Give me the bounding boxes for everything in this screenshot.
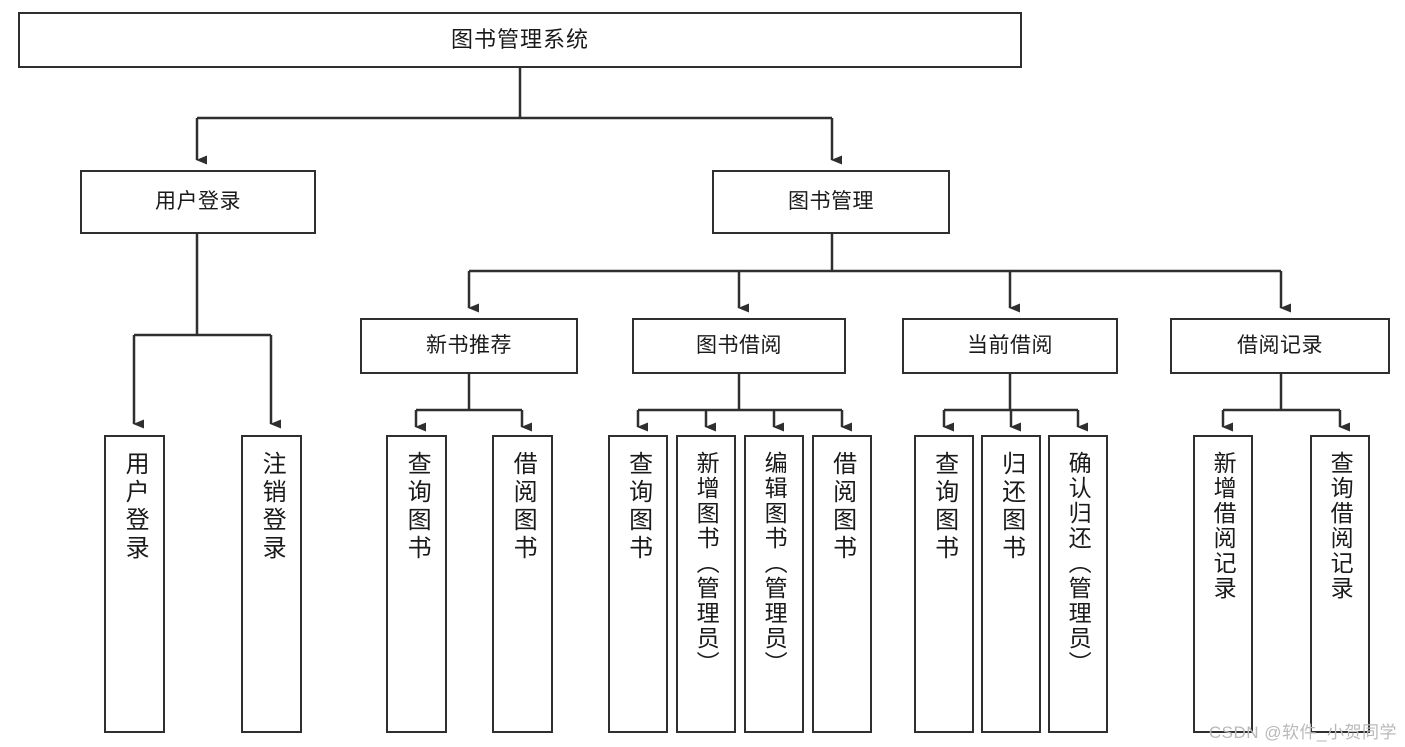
leaf-current-borrow-confirm-return[interactable]: 确认归还（管理员） <box>1048 435 1108 733</box>
leaf-book-borrow-borrow-label: 借阅图书 <box>828 451 856 563</box>
leaf-borrow-record-add[interactable]: 新增借阅记录 <box>1193 435 1253 733</box>
leaf-current-borrow-return[interactable]: 归还图书 <box>981 435 1041 733</box>
leaf-user-login-signin[interactable]: 用户登录 <box>104 435 165 733</box>
leaf-book-borrow-query-label: 查询图书 <box>624 451 652 563</box>
node-book-management-label: 图书管理 <box>788 189 874 213</box>
node-user-login-label: 用户登录 <box>155 189 241 213</box>
leaf-book-borrow-add[interactable]: 新增图书（管理员） <box>676 435 736 733</box>
leaf-user-login-signout-label: 注销登录 <box>258 451 286 563</box>
leaf-borrow-record-query[interactable]: 查询借阅记录 <box>1310 435 1370 733</box>
leaf-current-borrow-return-label: 归还图书 <box>997 451 1025 563</box>
leaf-current-borrow-query[interactable]: 查询图书 <box>914 435 974 733</box>
node-book-borrow-label: 图书借阅 <box>696 333 782 357</box>
leaf-book-borrow-edit-label: 编辑图书（管理员） <box>761 451 788 676</box>
leaf-borrow-record-add-label: 新增借阅记录 <box>1210 451 1237 601</box>
node-root-system-label: 图书管理系统 <box>450 27 589 53</box>
node-user-login[interactable]: 用户登录 <box>80 170 316 234</box>
node-current-borrow[interactable]: 当前借阅 <box>902 318 1118 374</box>
leaf-current-borrow-query-label: 查询图书 <box>930 451 958 563</box>
node-borrow-record[interactable]: 借阅记录 <box>1170 318 1390 374</box>
node-root-system[interactable]: 图书管理系统 <box>18 12 1022 68</box>
csdn-watermark: CSDN @软件_小贺同学 <box>1208 723 1397 742</box>
leaf-new-book-query[interactable]: 查询图书 <box>386 435 447 733</box>
node-current-borrow-label: 当前借阅 <box>967 333 1053 357</box>
leaf-borrow-record-query-label: 查询借阅记录 <box>1327 451 1354 601</box>
leaf-user-login-signin-label: 用户登录 <box>121 451 149 563</box>
node-borrow-record-label: 借阅记录 <box>1237 333 1323 357</box>
node-book-borrow[interactable]: 图书借阅 <box>632 318 846 374</box>
leaf-book-borrow-add-label: 新增图书（管理员） <box>693 451 720 676</box>
leaf-book-borrow-query[interactable]: 查询图书 <box>608 435 668 733</box>
leaf-book-borrow-edit[interactable]: 编辑图书（管理员） <box>744 435 804 733</box>
node-new-book-recommend-label: 新书推荐 <box>426 333 512 357</box>
leaf-book-borrow-borrow[interactable]: 借阅图书 <box>812 435 872 733</box>
leaf-user-login-signout[interactable]: 注销登录 <box>241 435 302 733</box>
node-new-book-recommend[interactable]: 新书推荐 <box>360 318 578 374</box>
leaf-new-book-borrow-label: 借阅图书 <box>509 451 537 563</box>
leaf-new-book-borrow[interactable]: 借阅图书 <box>492 435 553 733</box>
leaf-new-book-query-label: 查询图书 <box>403 451 431 563</box>
node-book-management[interactable]: 图书管理 <box>712 170 950 234</box>
leaf-current-borrow-confirm-return-label: 确认归还（管理员） <box>1065 451 1092 676</box>
